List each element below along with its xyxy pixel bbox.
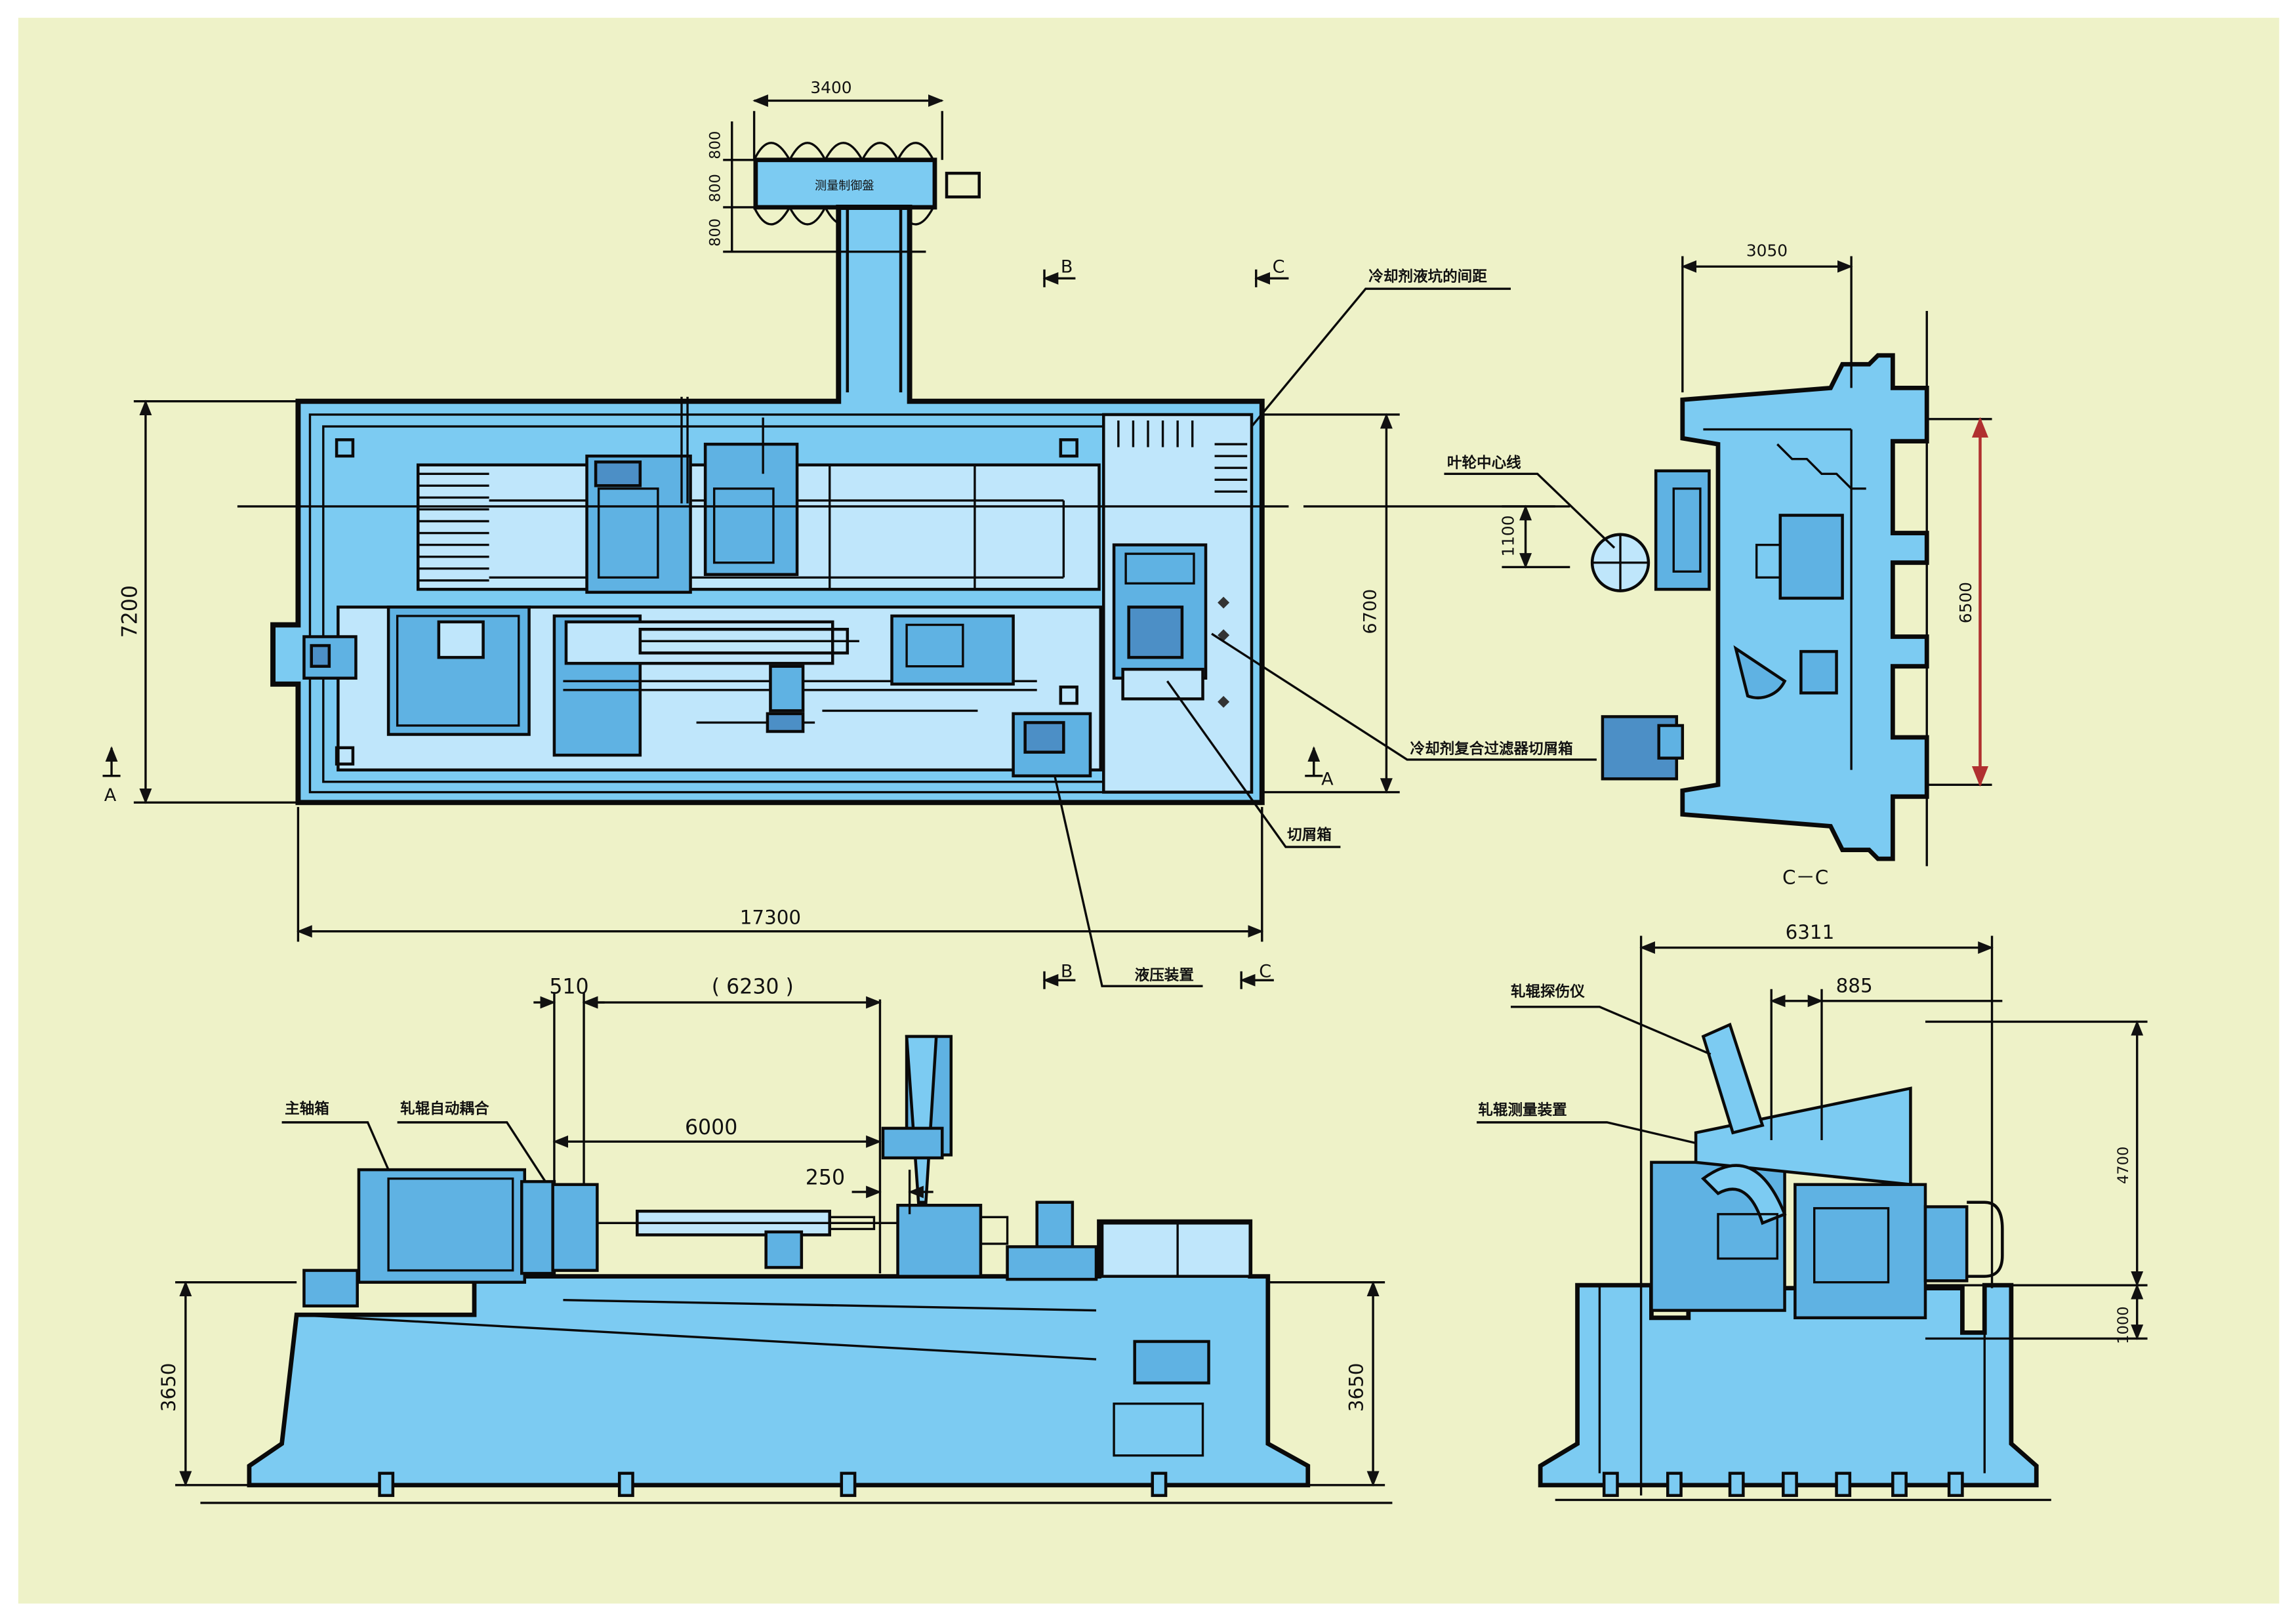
- side-foundation: [247, 1219, 1311, 1488]
- section-marker-c-bottom: C: [1239, 962, 1274, 989]
- bolt-holes: [335, 438, 1230, 766]
- side-foundation-piers: [378, 1471, 1168, 1497]
- end-dim-6311: 6311: [1786, 921, 1835, 943]
- end-foundation-piers: [1602, 1471, 1964, 1497]
- section-cc-view: 1100 叶轮中心线 3050 6500 C－C: [1444, 241, 1992, 888]
- control-panel-outlet: [945, 171, 981, 199]
- side-elevation: 510 ( 6230 ) 6000 250 3650 3650 主轴箱 轧辊自动…: [157, 975, 1393, 1504]
- label-headstock: 主轴箱: [285, 1099, 329, 1117]
- section-marker-a-left: A: [102, 746, 121, 806]
- label-coolant-pit: 冷却剂液坑的间距: [1368, 268, 1487, 285]
- section-cc-title: C－C: [1782, 866, 1828, 888]
- plan-dim-17300: 17300: [740, 906, 801, 928]
- plan-dim-3400: 3400: [810, 78, 851, 97]
- side-hydraulic: [1133, 1340, 1210, 1385]
- plan-dim-7200: 7200: [118, 585, 142, 638]
- end-dim-1000: 1000: [2115, 1306, 2132, 1344]
- section-cc-dim-3050: 3050: [1746, 241, 1788, 260]
- plan-dim-800-a: 800: [707, 131, 724, 159]
- label-coupling: 轧辊自动耦合: [400, 1099, 489, 1117]
- end-dim-885: 885: [1836, 974, 1873, 996]
- plan-dim-800-b: 800: [707, 174, 724, 202]
- label-impeller: 叶轮中心线: [1447, 454, 1521, 472]
- section-cc-dim-1100: 1100: [1499, 515, 1518, 556]
- section-cc-equipment: [1778, 514, 1844, 600]
- section-cc-pit: [1680, 353, 1929, 861]
- section-marker-a-right: A: [1305, 746, 1334, 789]
- side-dim-3650-right: 3650: [1345, 1363, 1367, 1412]
- section-marker-b-bottom: B: [1042, 962, 1076, 989]
- label-filter-chip-box: 冷却剂复合过滤器切屑箱: [1410, 740, 1573, 758]
- end-elevation: 6311 885 4700 1000 轧辊探伤仪 轧辊测量装置: [1477, 921, 2148, 1502]
- end-dim-4700: 4700: [2115, 1147, 2132, 1184]
- control-panel-box: [753, 157, 937, 210]
- tailstock-plan: [890, 614, 1015, 686]
- label-flaw-detector: 轧辊探伤仪: [1511, 983, 1585, 1000]
- section-marker-c-top: C: [1254, 256, 1289, 287]
- side-dim-6000: 6000: [685, 1116, 737, 1139]
- end-flaw-detector: [1701, 1022, 1765, 1135]
- side-dim-6230: ( 6230 ): [712, 975, 794, 999]
- side-tailstock: [896, 1204, 983, 1278]
- svg-text:B: B: [1061, 256, 1073, 277]
- label-measuring-device: 轧辊测量装置: [1478, 1101, 1567, 1119]
- svg-text:A: A: [1321, 769, 1334, 789]
- plan-dim-800-c: 800: [707, 218, 724, 247]
- end-machine-right: [1794, 1183, 1927, 1320]
- label-chip-box: 切屑箱: [1287, 826, 1332, 844]
- side-dim-250: 250: [806, 1166, 845, 1190]
- side-coupling: [520, 1180, 556, 1275]
- side-headstock: [357, 1168, 527, 1284]
- svg-text:C: C: [1273, 256, 1285, 277]
- label-hydraulic: 液压装置: [1135, 966, 1194, 984]
- plan-view: 测量制御盤: [102, 78, 1597, 989]
- chip-box-plan: [1121, 667, 1204, 701]
- control-panel-label: 测量制御盤: [815, 179, 874, 193]
- svg-text:A: A: [104, 785, 117, 806]
- stair-steps: [1117, 421, 1248, 493]
- svg-text:B: B: [1061, 962, 1073, 982]
- svg-text:C: C: [1259, 962, 1271, 982]
- plan-dim-6700: 6700: [1361, 589, 1381, 634]
- end-foundation: [1538, 1282, 2039, 1488]
- section-cc-dim-6500: 6500: [1956, 582, 1975, 623]
- side-dim-510: 510: [549, 975, 588, 999]
- side-dim-3650-left: 3650: [157, 1363, 180, 1412]
- section-marker-b-top: B: [1042, 256, 1076, 287]
- side-coolant-cabinet: [1100, 1221, 1252, 1278]
